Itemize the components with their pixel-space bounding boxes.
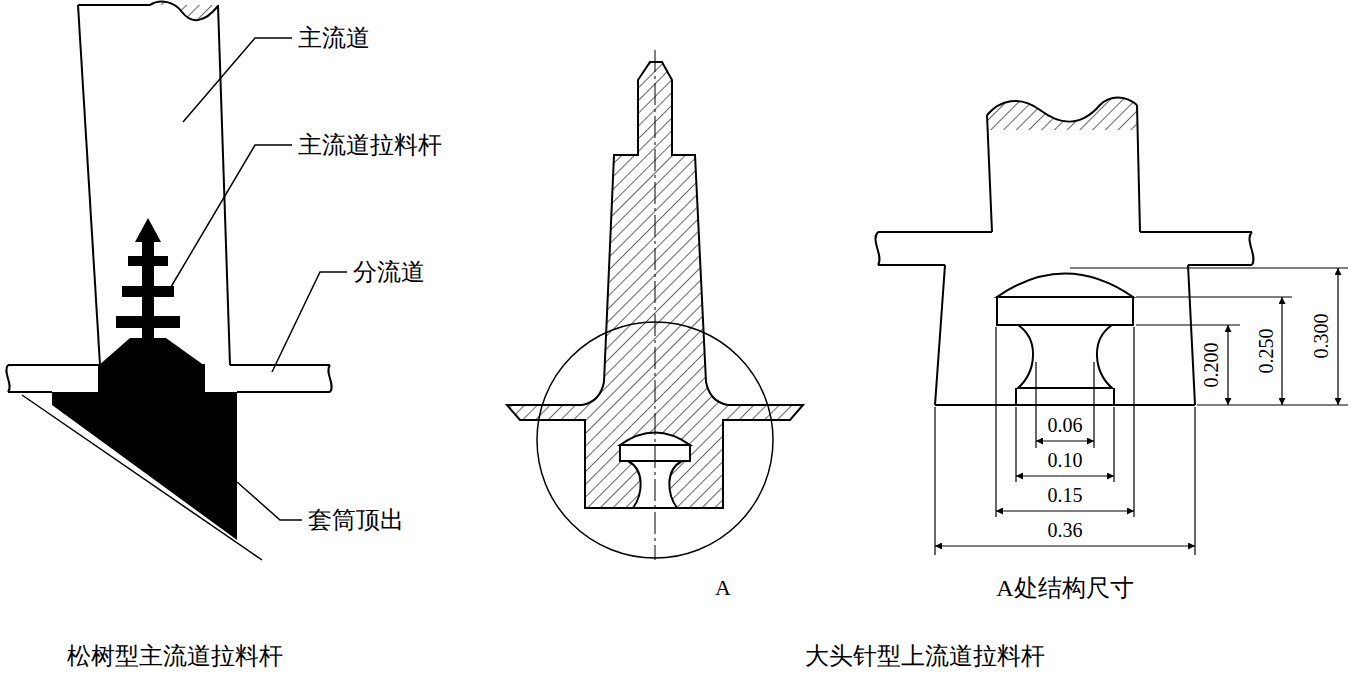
dimension-value: 0.10 <box>1046 449 1085 471</box>
dimension-value: 0.250 <box>1255 327 1277 376</box>
pine-tree-puller-figure <box>6 1 347 560</box>
figure-caption: 松树型主流道拉料杆 <box>65 643 285 669</box>
dimension-value: 0.300 <box>1310 312 1332 361</box>
part-label: 主流道 <box>296 25 372 51</box>
dimension-value: 0.06 <box>1046 414 1085 436</box>
pin-puller-section-figure <box>507 50 803 560</box>
view-label: A处结构尺寸 <box>994 575 1135 601</box>
dimension-lines <box>935 268 1348 555</box>
part-label: 套筒顶出 <box>306 507 406 533</box>
dimension-value: 0.200 <box>1200 341 1222 390</box>
part-label: 分流道 <box>351 259 427 285</box>
view-label: A <box>713 576 733 600</box>
part-label: 主流道拉料杆 <box>296 132 444 158</box>
dimension-value: 0.36 <box>1046 519 1085 541</box>
dimension-value: 0.15 <box>1046 484 1085 506</box>
figure-caption: 大头针型上流道拉料杆 <box>803 643 1047 669</box>
pin-puller-detail-figure <box>875 98 1253 406</box>
